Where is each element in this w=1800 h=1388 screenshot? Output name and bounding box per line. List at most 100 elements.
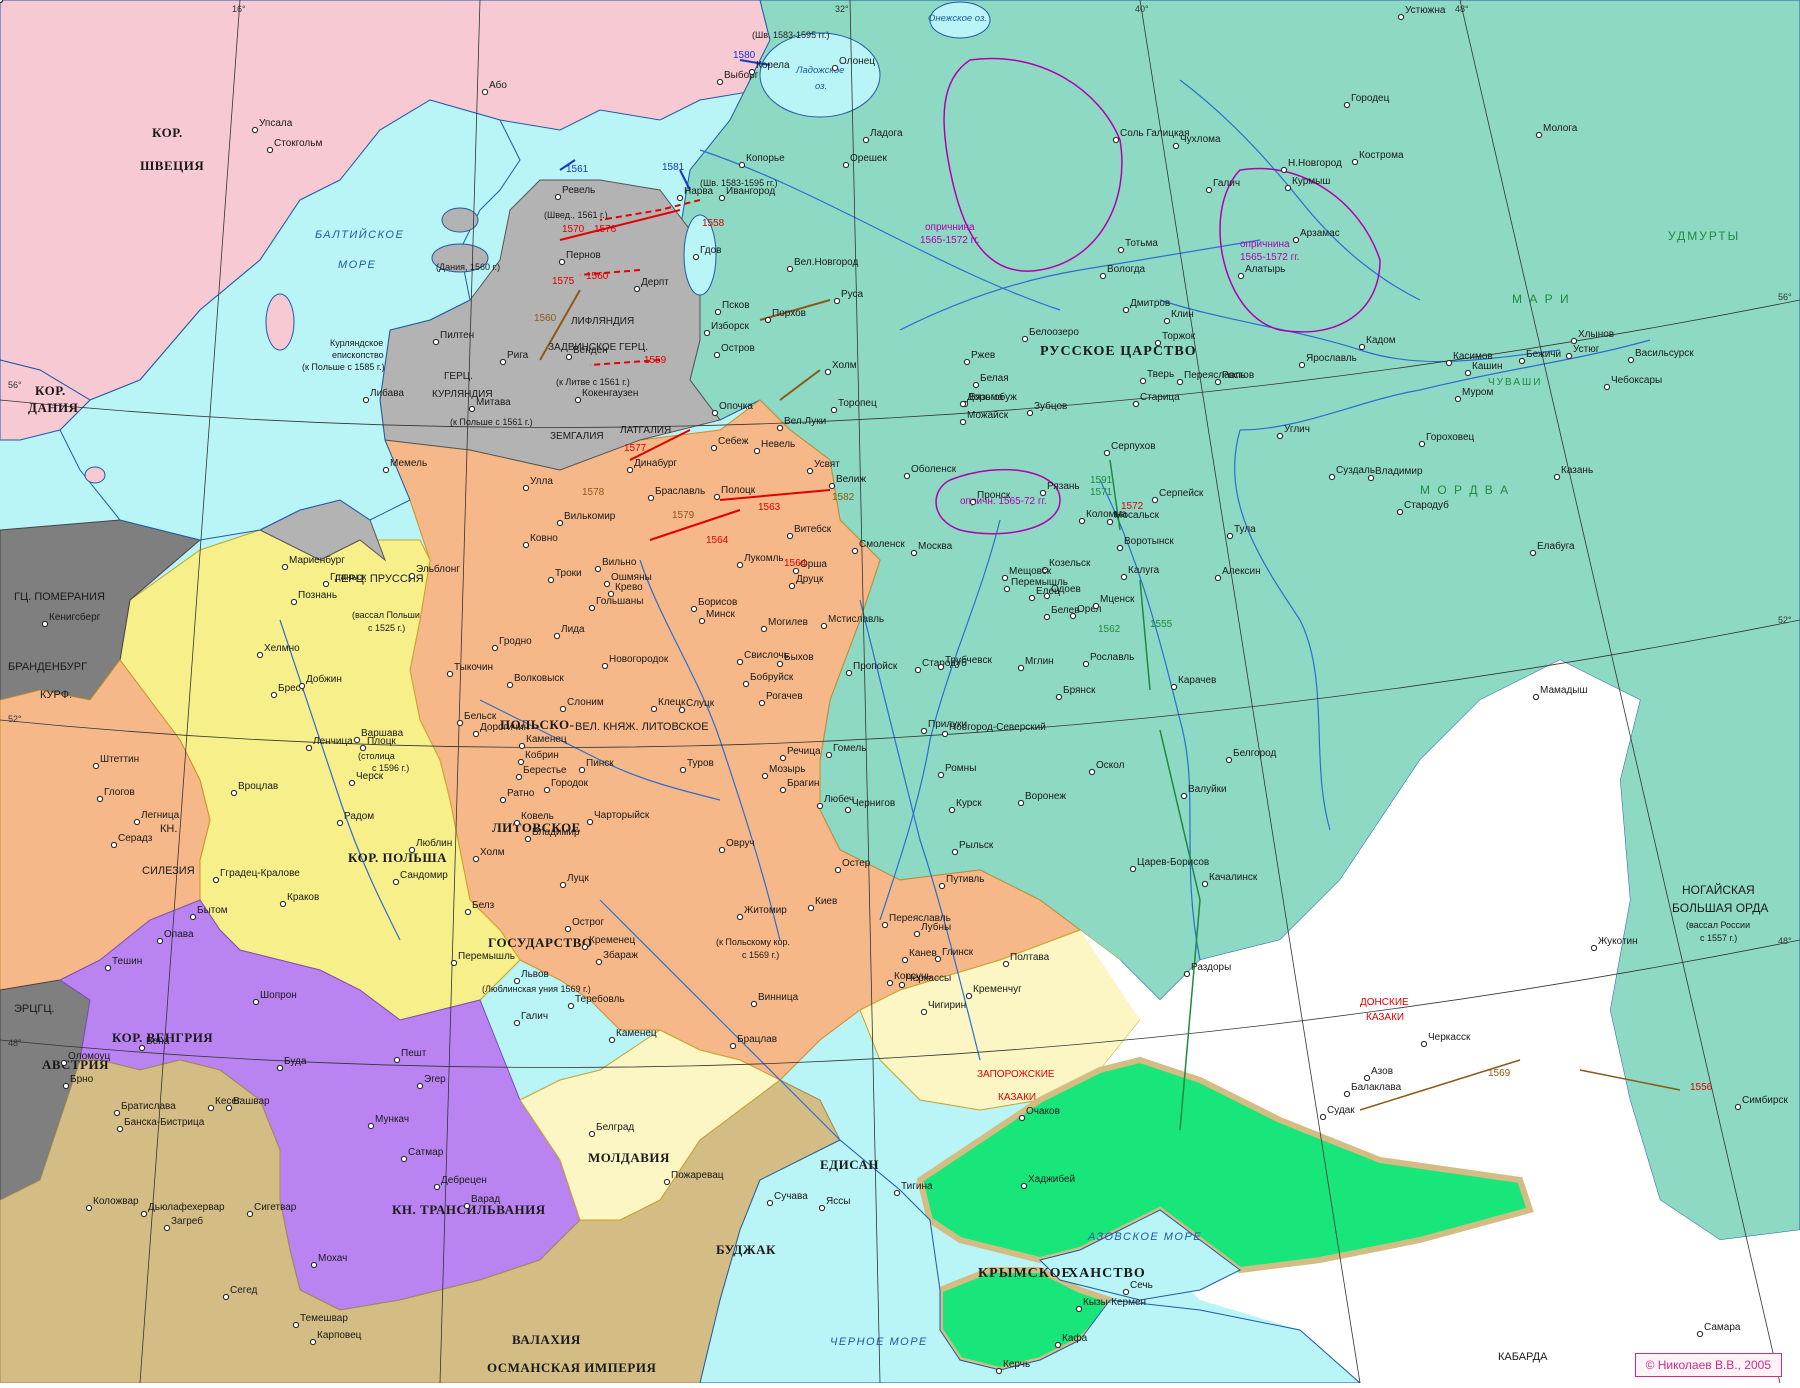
label-crimea-b: ХАНСТВО bbox=[1068, 1266, 1146, 1281]
city-name: Сигетвар bbox=[254, 1202, 297, 1213]
city-name: Борисов bbox=[698, 597, 737, 608]
city-name: Свислочь bbox=[744, 650, 789, 661]
city-marker bbox=[1454, 395, 1462, 403]
city-name: Глогов bbox=[104, 787, 135, 798]
city-name: Ростов bbox=[1222, 370, 1254, 381]
city-marker bbox=[901, 956, 909, 964]
campaign-arrows bbox=[539, 59, 1681, 1131]
city-marker bbox=[820, 622, 828, 630]
city-name: Старица bbox=[1140, 392, 1180, 403]
city-marker bbox=[828, 482, 836, 490]
city-name: Ошмяны bbox=[611, 572, 652, 583]
city-marker bbox=[499, 358, 507, 366]
city-name: Оболенск bbox=[911, 463, 957, 475]
city-name: Рига bbox=[507, 350, 529, 361]
city-marker bbox=[1734, 1103, 1742, 1111]
city-marker bbox=[212, 876, 220, 884]
city-marker bbox=[1603, 383, 1611, 391]
city-name: Дорогичин bbox=[480, 722, 529, 733]
city-name: Кокенгаузен bbox=[582, 388, 638, 399]
dago-island bbox=[441, 207, 479, 233]
city-name: Нарва bbox=[684, 186, 714, 197]
city-marker bbox=[113, 1109, 121, 1117]
city-name: Брно bbox=[70, 1074, 94, 1085]
city-name: Белая bbox=[980, 373, 1009, 384]
azov-sea-water bbox=[1039, 1209, 1241, 1301]
city-name: Кызы-Кермен bbox=[1083, 1297, 1146, 1308]
city-marker bbox=[276, 1064, 284, 1072]
city-marker bbox=[1020, 1182, 1028, 1190]
city-marker bbox=[270, 691, 278, 699]
city-name: Сегед bbox=[230, 1285, 258, 1296]
city-marker bbox=[711, 409, 719, 417]
city-marker bbox=[608, 1036, 616, 1044]
city-marker bbox=[1172, 142, 1180, 150]
city-marker bbox=[348, 779, 356, 787]
city-marker bbox=[133, 818, 141, 826]
label-mari: М А Р И bbox=[1512, 292, 1571, 306]
city-name: Шопрон bbox=[260, 990, 297, 1001]
city-marker bbox=[138, 1044, 146, 1052]
city-marker bbox=[718, 846, 726, 854]
city-marker bbox=[481, 88, 489, 96]
city-name: Курск bbox=[956, 798, 982, 809]
city-marker bbox=[207, 1104, 215, 1112]
city-marker bbox=[959, 418, 967, 426]
city-name: Банска-Бистрица bbox=[124, 1117, 205, 1128]
city-name: Ленчица bbox=[313, 736, 353, 747]
city-marker bbox=[298, 682, 306, 690]
city-name: Буда bbox=[284, 1056, 307, 1067]
city-name: Царев-Борисов bbox=[1137, 857, 1209, 868]
city-name: Ковель bbox=[521, 811, 554, 822]
city-marker bbox=[513, 819, 521, 827]
city-marker bbox=[1570, 337, 1578, 345]
city-name: Дьюлафехервар bbox=[148, 1201, 225, 1213]
city-name: Быхов bbox=[784, 652, 814, 663]
label-don-b: КАЗАКИ bbox=[1366, 1012, 1404, 1023]
city-marker bbox=[1518, 357, 1526, 365]
city-name: Хелмно bbox=[264, 643, 300, 654]
city-name: Вологда bbox=[1107, 264, 1146, 275]
city-name: Симбирск bbox=[1742, 1094, 1788, 1106]
city-name: Сучава bbox=[774, 1191, 808, 1202]
label-onega: Онежское оз. bbox=[928, 13, 987, 24]
city-marker bbox=[937, 663, 945, 671]
city-marker bbox=[446, 670, 454, 678]
city-marker bbox=[543, 786, 551, 794]
city-name: Рыльск bbox=[959, 840, 994, 851]
city-marker bbox=[60, 1059, 68, 1067]
city-marker bbox=[547, 576, 555, 584]
city-name: Касимов bbox=[1453, 351, 1493, 362]
city-marker bbox=[1041, 566, 1049, 574]
city-name: Вел.Новгород bbox=[794, 257, 859, 268]
city-marker bbox=[764, 316, 772, 324]
city-marker bbox=[881, 921, 889, 929]
city-name: Черкасск bbox=[1428, 1032, 1471, 1043]
city-name: Варшава bbox=[361, 728, 404, 739]
city-marker bbox=[938, 882, 946, 890]
city-marker bbox=[818, 1204, 826, 1212]
city-name: Пожаревац bbox=[671, 1170, 724, 1181]
city-name: Орша bbox=[800, 559, 827, 570]
oprichnina-borders bbox=[935, 57, 1381, 535]
city-name: Канев bbox=[909, 948, 937, 959]
city-name: Молога bbox=[1543, 123, 1578, 134]
label-nogai-a: НОГАЙСКАЯ bbox=[1682, 882, 1755, 897]
city-marker bbox=[433, 1183, 441, 1191]
label-austria: АВСТРИЯ bbox=[42, 1057, 109, 1072]
city-name: Смоленск bbox=[859, 539, 905, 550]
city-name: Опочка bbox=[719, 401, 753, 412]
label-hungary: КОР. ВЕНГРИЯ bbox=[112, 1030, 213, 1045]
year-1558: 1558 bbox=[702, 218, 725, 229]
city-marker bbox=[788, 582, 796, 590]
year-1579: 1579 bbox=[672, 510, 695, 521]
city-marker bbox=[937, 771, 945, 779]
city-marker bbox=[713, 493, 721, 501]
city-marker bbox=[1180, 792, 1188, 800]
label-ladoga-a: Ладожское bbox=[795, 65, 844, 76]
label-baltic-b: МОРЕ bbox=[338, 259, 376, 271]
label-kiev-note-b: с 1569 г.) bbox=[742, 950, 779, 960]
